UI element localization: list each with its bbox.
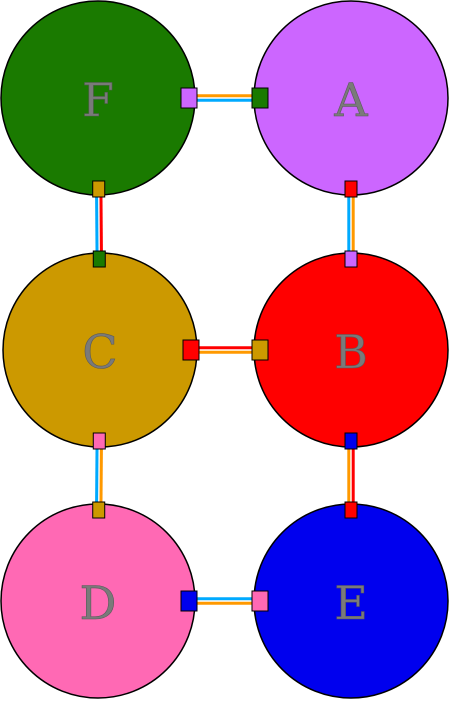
link-F-C: [95, 194, 103, 254]
port-B-A: [344, 250, 358, 268]
port-F-A: [180, 87, 198, 109]
node-F: F: [0, 0, 196, 196]
links-layer: [95, 94, 355, 605]
port-B-E: [344, 432, 358, 450]
ports-layer: [92, 87, 358, 612]
port-C-B: [182, 339, 200, 361]
node-label-A: A: [333, 73, 368, 127]
node-label-D: D: [80, 576, 117, 630]
node-B: B: [253, 252, 449, 448]
port-C-D: [92, 432, 106, 450]
node-C: C: [2, 252, 198, 448]
port-C-F: [92, 250, 106, 268]
link-A-B: [347, 195, 355, 253]
link-B-E: [347, 447, 355, 504]
node-D: D: [0, 503, 196, 699]
port-D-E: [180, 590, 198, 612]
node-A: A: [253, 0, 449, 196]
port-A-B: [344, 180, 358, 198]
link-C-D: [95, 446, 103, 505]
node-label-C: C: [82, 325, 117, 379]
link-D-E: [195, 597, 254, 605]
port-B-C: [251, 339, 269, 361]
node-label-B: B: [334, 325, 368, 379]
node-label-E: E: [334, 576, 368, 630]
port-D-C: [92, 501, 106, 519]
port-E-D: [251, 590, 269, 612]
port-E-B: [344, 501, 358, 519]
node-E: E: [253, 503, 449, 699]
link-C-B: [197, 346, 254, 354]
port-A-F: [251, 87, 269, 109]
port-F-C: [92, 180, 106, 198]
node-label-F: F: [82, 73, 114, 127]
link-F-A: [195, 94, 254, 102]
